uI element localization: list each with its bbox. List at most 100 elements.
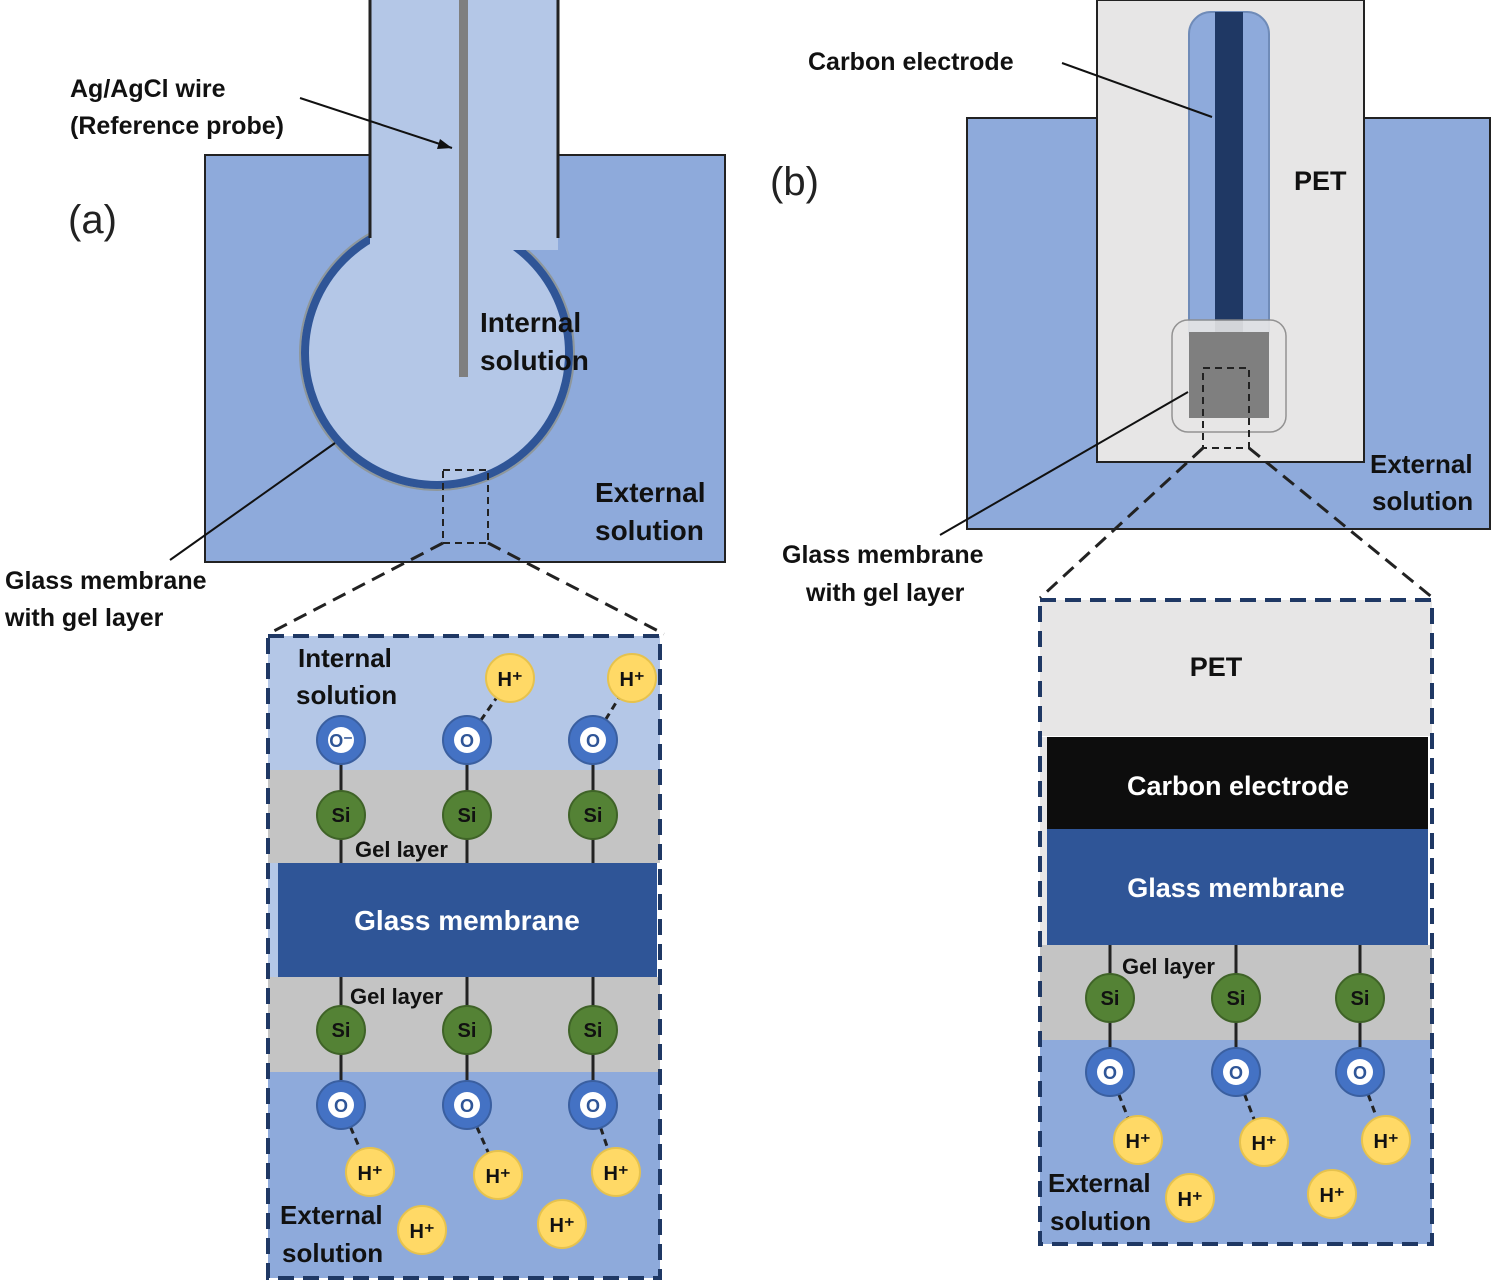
svg-text:H⁺: H⁺ [1178, 1189, 1203, 1211]
svg-text:Si: Si [584, 1020, 603, 1042]
silicon-atom: Si [316, 1005, 366, 1055]
oxygen-atom: O [442, 715, 492, 765]
external-label-b-line1: External [1370, 449, 1473, 479]
internal-label-line1: Internal [480, 307, 581, 338]
svg-text:O⁻: O⁻ [329, 731, 353, 751]
svg-text:Si: Si [1351, 988, 1370, 1010]
svg-text:O: O [1353, 1063, 1367, 1083]
oxygen-atom: O [568, 715, 618, 765]
zoom-b-border [1038, 598, 1434, 1246]
svg-text:Si: Si [458, 805, 477, 827]
oxygen-atom: O⁻ [316, 715, 366, 765]
zoom-marker-b [1202, 367, 1250, 449]
proton: H⁺ [1113, 1115, 1163, 1165]
panel-a: (a) Ag/AgCl wire (Reference probe) Inter… [4, 0, 726, 1280]
panel-b: (b) Carbon electrode PET External soluti… [770, 0, 1491, 1246]
oxygen-atom: O [442, 1080, 492, 1130]
proton: H⁺ [397, 1205, 447, 1255]
membrane-label-a-line1: Glass membrane [5, 567, 207, 595]
proton: H⁺ [607, 653, 657, 703]
silicon-atom: Si [1211, 973, 1261, 1023]
svg-text:H⁺: H⁺ [1126, 1131, 1151, 1153]
svg-text:H⁺: H⁺ [550, 1215, 575, 1237]
svg-text:H⁺: H⁺ [498, 669, 523, 691]
external-label-a-line1: External [595, 477, 706, 508]
zoom-b-glass-membrane [1047, 829, 1428, 945]
external-label-a-line2: solution [595, 515, 704, 546]
svg-text:O: O [586, 1096, 600, 1116]
svg-text:H⁺: H⁺ [620, 669, 645, 691]
membrane-label-b-line1: Glass membrane [782, 541, 984, 569]
silicon-atom: Si [442, 1005, 492, 1055]
zoom-b-external-line1: External [1048, 1168, 1151, 1198]
zoom-a-internal-line1: Internal [298, 643, 392, 673]
membrane-leader-a [169, 442, 336, 561]
oxygen-atom: O [316, 1080, 366, 1130]
proton: H⁺ [473, 1150, 523, 1200]
svg-text:O: O [586, 731, 600, 751]
carbon-label: Carbon electrode [808, 48, 1014, 76]
silicon-atom: Si [1335, 973, 1385, 1023]
svg-text:H⁺: H⁺ [604, 1163, 629, 1185]
proton: H⁺ [1361, 1115, 1411, 1165]
panel-b-tag: (b) [770, 160, 819, 204]
silicon-atom: Si [1085, 973, 1135, 1023]
silicon-atom: Si [568, 1005, 618, 1055]
internal-label-line2: solution [480, 345, 589, 376]
carbon-leader [1061, 62, 1213, 118]
proton: H⁺ [1165, 1173, 1215, 1223]
svg-text:O: O [1229, 1063, 1243, 1083]
membrane-leader-b [939, 391, 1189, 536]
zoom-b-carbon-label: Carbon electrode [1127, 771, 1349, 801]
zoom-box-b: PET Carbon electrode Glass membrane Gel … [1038, 598, 1434, 1246]
svg-text:O: O [460, 731, 474, 751]
oxygen-atom: O [1211, 1047, 1261, 1097]
proton: H⁺ [485, 653, 535, 703]
zoom-b-external-line2: solution [1050, 1206, 1151, 1236]
silicon-atom: Si [568, 790, 618, 840]
zoom-a-border [266, 634, 662, 1280]
wire-leader [299, 97, 453, 149]
carbon-electrode-core [1215, 12, 1243, 342]
zoom-b-carbon [1047, 737, 1428, 829]
sensing-pad [1189, 332, 1269, 418]
silicon-atom: Si [442, 790, 492, 840]
svg-text:H⁺: H⁺ [486, 1166, 511, 1188]
zoom-b-membrane-label: Glass membrane [1127, 873, 1345, 903]
svg-text:O: O [460, 1096, 474, 1116]
svg-text:Si: Si [1101, 988, 1120, 1010]
zoom-b-pet: PET [1190, 652, 1243, 682]
zoom-a-internal-line2: solution [296, 680, 397, 710]
svg-text:O: O [1103, 1063, 1117, 1083]
agagcl-wire [459, 0, 468, 377]
proton: H⁺ [1307, 1169, 1357, 1219]
oxygen-atom: O [568, 1080, 618, 1130]
zoom-a-external-line2: solution [282, 1238, 383, 1268]
zoom-a-gel-top: Gel layer [355, 837, 448, 862]
proton: H⁺ [1239, 1117, 1289, 1167]
membrane-label-b-line2: with gel layer [805, 579, 965, 607]
zoom-a-membrane-label: Glass membrane [354, 905, 580, 936]
proton: H⁺ [345, 1147, 395, 1197]
svg-text:H⁺: H⁺ [410, 1221, 435, 1243]
zoom-a-gel-bottom: Gel layer [350, 984, 443, 1009]
proton: H⁺ [537, 1199, 587, 1249]
zoom-a-glass-membrane [278, 863, 657, 977]
svg-text:H⁺: H⁺ [1374, 1131, 1399, 1153]
wire-label-line1: Ag/AgCl wire [70, 75, 226, 103]
svg-text:H⁺: H⁺ [358, 1163, 383, 1185]
oxygen-atom: O [1085, 1047, 1135, 1097]
panel-a-tag: (a) [68, 198, 117, 242]
external-label-b-line2: solution [1372, 486, 1473, 516]
svg-text:H⁺: H⁺ [1252, 1133, 1277, 1155]
wire-label-line2: (Reference probe) [70, 112, 284, 140]
svg-text:O: O [334, 1096, 348, 1116]
proton: H⁺ [591, 1147, 641, 1197]
svg-text:Si: Si [332, 805, 351, 827]
oxygen-atom: O [1335, 1047, 1385, 1097]
svg-text:Si: Si [1227, 988, 1246, 1010]
svg-text:H⁺: H⁺ [1320, 1185, 1345, 1207]
svg-text:Si: Si [458, 1020, 477, 1042]
svg-text:Si: Si [584, 805, 603, 827]
